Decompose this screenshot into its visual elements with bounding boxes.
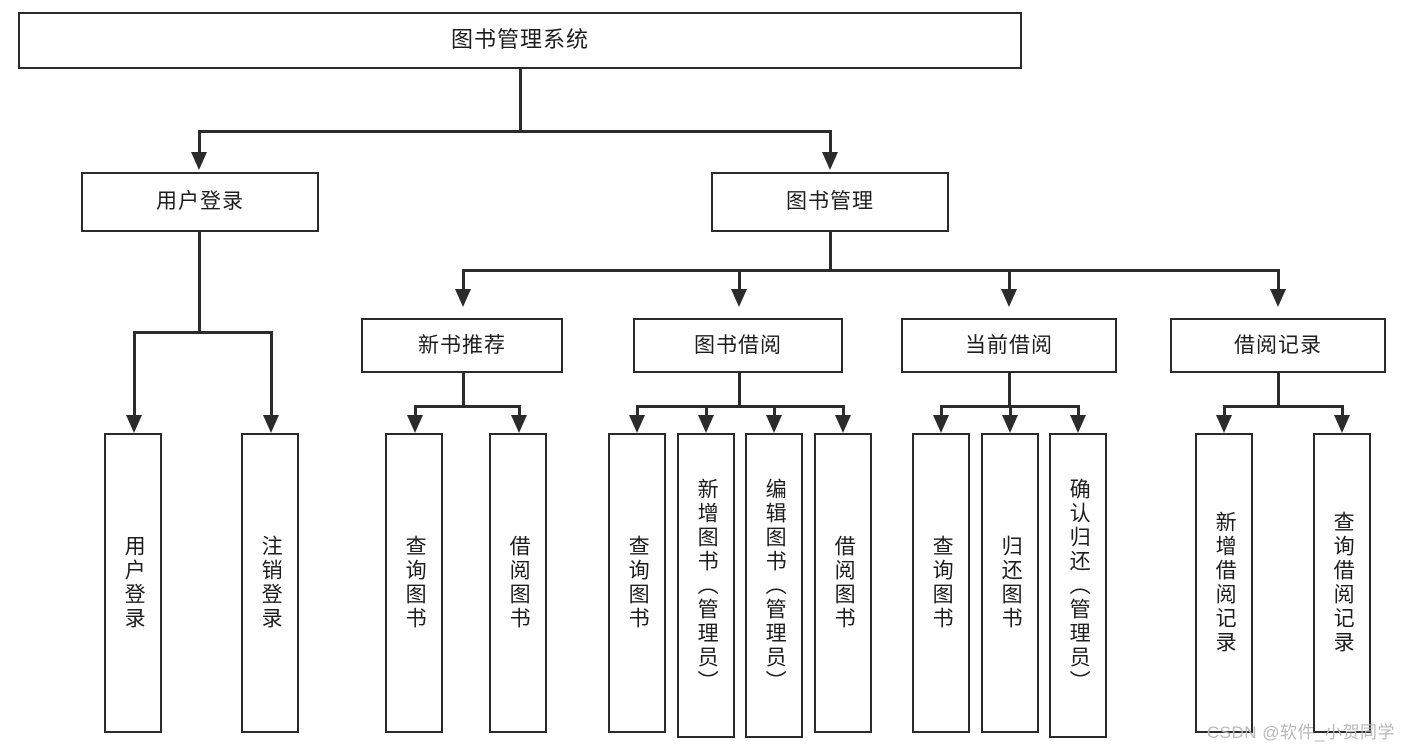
- leaf-user-login-1[interactable]: 用户登录: [104, 433, 162, 733]
- arrowhead-to-borrow-records: [1270, 289, 1286, 307]
- edge-book-borrow-stem: [738, 373, 741, 408]
- node-label: 用户登录: [122, 535, 146, 631]
- node-label: 图书借阅: [694, 333, 782, 357]
- edge-root-to-book-manage: [829, 130, 832, 154]
- leaf-book-borrow-4[interactable]: 借阅图书: [814, 433, 872, 733]
- arrowhead-to-book-manage: [822, 152, 838, 170]
- edge-book-borrow-leaf-2: [705, 405, 708, 417]
- edge-borrow-records-leaf-2: [1341, 405, 1344, 417]
- node-label: 注销登录: [259, 535, 283, 631]
- edge-to-book-borrow: [738, 269, 741, 291]
- leaf-book-borrow-3[interactable]: 编辑图书（管理员）: [745, 433, 803, 738]
- leaf-current-borrow-3[interactable]: 确认归还（管理员）: [1049, 433, 1107, 738]
- edge-book-manage-stem: [829, 232, 832, 272]
- edge-book-borrow-leaf-1: [636, 405, 639, 417]
- node-label: 查询图书: [626, 535, 650, 631]
- node-book-borrow[interactable]: 图书借阅: [633, 318, 843, 373]
- node-label: 用户登录: [156, 190, 244, 214]
- edge-borrow-records-bar: [1223, 405, 1343, 408]
- edge-new-book-stem: [462, 373, 465, 408]
- arrowhead-current-borrow-leaf-3: [1070, 415, 1086, 433]
- node-label: 新增借阅记录: [1213, 511, 1237, 655]
- arrowhead-to-new-book: [455, 289, 471, 307]
- leaf-new-book-1[interactable]: 查询图书: [385, 433, 443, 733]
- edge-root-to-user-login: [198, 130, 201, 154]
- node-label: 编辑图书（管理员）: [763, 477, 787, 694]
- edge-new-book-bar: [414, 405, 520, 408]
- edge-book-borrow-leaf-3: [773, 405, 776, 417]
- edge-root-stem: [519, 69, 522, 132]
- node-root-system[interactable]: 图书管理系统: [18, 12, 1022, 69]
- edge-user-login-bar: [133, 331, 272, 334]
- leaf-new-book-2[interactable]: 借阅图书: [489, 433, 547, 733]
- leaf-book-borrow-2[interactable]: 新增图书（管理员）: [677, 433, 735, 738]
- node-book-management[interactable]: 图书管理: [711, 172, 949, 232]
- node-label: 图书管理: [786, 190, 874, 214]
- arrowhead-borrow-records-leaf-2: [1334, 415, 1350, 433]
- node-label: 查询借阅记录: [1331, 511, 1355, 655]
- arrowhead-borrow-records-leaf-1: [1216, 415, 1232, 433]
- edge-book-borrow-bar: [636, 405, 844, 408]
- node-label: 借阅记录: [1234, 333, 1322, 357]
- leaf-book-borrow-1[interactable]: 查询图书: [608, 433, 666, 733]
- edge-new-book-leaf-1: [414, 405, 417, 417]
- edge-borrow-records-leaf-1: [1223, 405, 1226, 417]
- arrowhead-to-book-borrow: [731, 289, 747, 307]
- node-label: 归还图书: [999, 535, 1023, 631]
- node-label: 当前借阅: [965, 333, 1053, 357]
- leaf-borrow-records-1[interactable]: 新增借阅记录: [1195, 433, 1253, 733]
- arrowhead-book-borrow-leaf-1: [629, 415, 645, 433]
- arrowhead-book-borrow-leaf-4: [835, 415, 851, 433]
- node-label: 查询图书: [930, 535, 954, 631]
- arrowhead-new-book-leaf-2: [511, 415, 527, 433]
- node-label: 借阅图书: [507, 535, 531, 631]
- node-label: 新增图书（管理员）: [695, 477, 719, 694]
- arrowhead-current-borrow-leaf-2: [1002, 415, 1018, 433]
- leaf-current-borrow-2[interactable]: 归还图书: [981, 433, 1039, 733]
- leaf-borrow-records-2[interactable]: 查询借阅记录: [1313, 433, 1371, 733]
- edge-borrow-records-stem: [1277, 373, 1280, 408]
- node-borrow-records[interactable]: 借阅记录: [1170, 318, 1386, 373]
- leaf-current-borrow-1[interactable]: 查询图书: [912, 433, 970, 733]
- edge-book-borrow-leaf-4: [842, 405, 845, 417]
- arrowhead-user-login-leaf-2: [263, 415, 279, 433]
- node-label: 新书推荐: [418, 333, 506, 357]
- edge-new-book-leaf-2: [518, 405, 521, 417]
- arrowhead-book-borrow-leaf-2: [698, 415, 714, 433]
- node-label: 借阅图书: [832, 535, 856, 631]
- edge-user-login-stem: [198, 232, 201, 334]
- arrowhead-to-current-borrow: [1001, 289, 1017, 307]
- node-user-login[interactable]: 用户登录: [81, 172, 319, 232]
- edge-user-login-to-leaf-2: [270, 331, 273, 417]
- watermark: CSDN @软件_小贺同学: [1206, 723, 1395, 742]
- edge-current-borrow-leaf-2: [1009, 405, 1012, 417]
- arrowhead-new-book-leaf-1: [407, 415, 423, 433]
- arrowhead-user-login-leaf-1: [126, 415, 142, 433]
- edge-current-borrow-stem: [1008, 373, 1011, 408]
- node-current-borrow[interactable]: 当前借阅: [901, 318, 1117, 373]
- edge-current-borrow-leaf-1: [940, 405, 943, 417]
- edge-current-borrow-leaf-3: [1077, 405, 1080, 417]
- edge-to-borrow-records: [1277, 269, 1280, 291]
- node-label: 图书管理系统: [450, 27, 589, 53]
- edge-to-new-book: [462, 269, 465, 291]
- edge-root-bar: [198, 130, 522, 133]
- leaf-user-login-2[interactable]: 注销登录: [241, 433, 299, 733]
- node-label: 确认归还（管理员）: [1067, 477, 1091, 694]
- arrowhead-current-borrow-leaf-1: [933, 415, 949, 433]
- edge-to-current-borrow: [1008, 269, 1011, 291]
- edge-user-login-to-leaf-1: [133, 331, 136, 417]
- node-new-book-recommend[interactable]: 新书推荐: [361, 318, 563, 373]
- arrowhead-to-user-login: [191, 152, 207, 170]
- edge-book-manage-bar-right: [829, 269, 1279, 272]
- node-label: 查询图书: [403, 535, 427, 631]
- arrowhead-book-borrow-leaf-3: [766, 415, 782, 433]
- edge-book-manage-bar-left: [462, 269, 831, 272]
- edge-root-bar-right: [519, 130, 831, 133]
